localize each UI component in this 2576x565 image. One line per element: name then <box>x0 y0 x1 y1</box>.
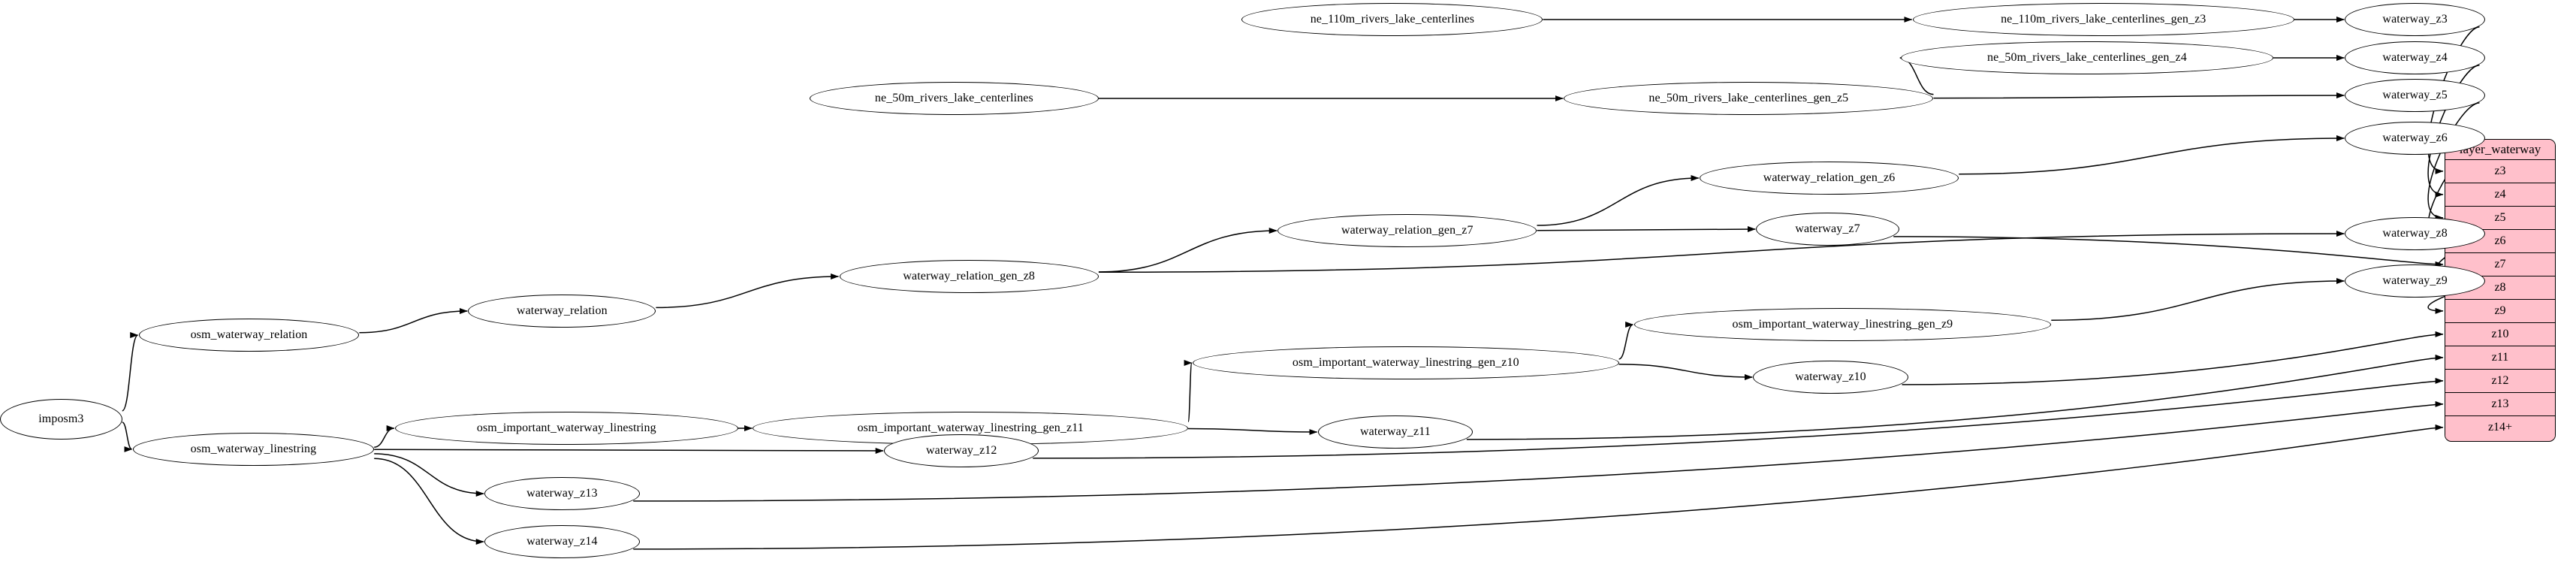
edge-waterway_z12-to-layer_waterway_z12 <box>1033 377 2444 459</box>
node-waterway_relation_gen_z8[interactable]: waterway_relation_gen_z8 <box>839 260 1099 293</box>
edge-ne_50m_rivers_lake_centerlines_gen_z5-to-waterway_z5 <box>1933 92 2345 99</box>
edge-waterway_relation_gen_z8-to-waterway_relation_gen_z7 <box>1098 228 1277 273</box>
node-waterway_relation_gen_z6[interactable]: waterway_relation_gen_z6 <box>1699 162 1959 195</box>
node-ne_110m_rivers_lake_centerlines_gen_z3[interactable]: ne_110m_rivers_lake_centerlines_gen_z3 <box>1912 3 2294 36</box>
table-row-z13[interactable]: z13 <box>2445 392 2555 415</box>
node-osm_waterway_relation[interactable]: osm_waterway_relation <box>138 319 360 352</box>
edge-waterway_z11-to-layer_waterway_z11 <box>1466 354 2444 440</box>
edge-osm_important_waterway_linestring_gen_z10-to-waterway_z10 <box>1618 364 1753 380</box>
node-waterway_z7[interactable]: waterway_z7 <box>1756 213 1899 246</box>
node-waterway_z5[interactable]: waterway_z5 <box>2345 79 2485 112</box>
edge-waterway_relation_gen_z6-to-waterway_z6 <box>1959 135 2345 175</box>
table-row-z12[interactable]: z12 <box>2445 369 2555 392</box>
edge-imposm3-to-osm_waterway_relation <box>122 332 139 412</box>
edge-waterway_z5-to-layer_waterway_z5 <box>2427 102 2480 221</box>
edge-waterway_z10-to-layer_waterway_z10 <box>1902 331 2444 385</box>
node-waterway_z3[interactable]: waterway_z3 <box>2345 3 2485 36</box>
node-waterway_relation_gen_z7[interactable]: waterway_relation_gen_z7 <box>1277 214 1537 247</box>
node-osm_important_waterway_linestring_gen_z11[interactable]: osm_important_waterway_linestring_gen_z1… <box>753 412 1188 445</box>
node-ne_50m_rivers_lake_centerlines_gen_z5[interactable]: ne_50m_rivers_lake_centerlines_gen_z5 <box>1564 82 1934 115</box>
edge-osm_waterway_relation-to-waterway_relation <box>359 308 468 334</box>
edge-osm_important_waterway_linestring_gen_z11-to-waterway_z11 <box>1188 428 1318 435</box>
table-row-z3[interactable]: z3 <box>2445 159 2555 183</box>
node-waterway_z9[interactable]: waterway_z9 <box>2345 264 2485 298</box>
edge-waterway_z14-to-layer_waterway_z14_ <box>633 424 2444 550</box>
edge-osm_waterway_linestring-to-waterway_z14 <box>374 458 484 545</box>
edge-waterway_z13-to-layer_waterway_z13 <box>633 400 2444 502</box>
node-osm_important_waterway_linestring[interactable]: osm_important_waterway_linestring <box>395 412 738 445</box>
table-row-z14plus[interactable]: z14+ <box>2445 415 2555 439</box>
node-waterway_z13[interactable]: waterway_z13 <box>484 477 640 510</box>
edge-waterway_relation_gen_z7-to-waterway_z7 <box>1537 226 1756 233</box>
node-ne_50m_rivers_lake_centerlines_gen_z4[interactable]: ne_50m_rivers_lake_centerlines_gen_z4 <box>1900 41 2274 74</box>
table-row-z4[interactable]: z4 <box>2445 183 2555 206</box>
node-ne_110m_rivers_lake_centerlines[interactable]: ne_110m_rivers_lake_centerlines <box>1241 3 1543 36</box>
node-osm_important_waterway_linestring_gen_z9[interactable]: osm_important_waterway_linestring_gen_z9 <box>1633 308 2052 341</box>
node-waterway_z10[interactable]: waterway_z10 <box>1753 361 1908 394</box>
edge-waterway_relation-to-waterway_relation_gen_z8 <box>656 273 840 309</box>
edge-waterway_relation_gen_z7-to-waterway_relation_gen_z6 <box>1537 175 1700 226</box>
table-row-z9[interactable]: z9 <box>2445 299 2555 322</box>
edge-osm_waterway_linestring-to-osm_important_waterway_linestring <box>374 425 395 448</box>
node-waterway_relation[interactable]: waterway_relation <box>468 295 656 328</box>
edge-osm_waterway_linestring-to-waterway_z13 <box>374 453 484 497</box>
edge-osm_important_waterway_linestring_gen_z9-to-waterway_z9 <box>2051 278 2345 321</box>
node-imposm3[interactable]: imposm3 <box>0 399 122 440</box>
node-waterway_z4[interactable]: waterway_z4 <box>2345 41 2485 74</box>
node-waterway_z14[interactable]: waterway_z14 <box>484 525 640 558</box>
edge-osm_important_waterway_linestring_gen_z10-to-osm_important_waterway_linestring_gen_z9 <box>1618 322 1634 360</box>
table-row-z10[interactable]: z10 <box>2445 322 2555 346</box>
edge-osm_waterway_linestring-to-waterway_z12 <box>374 447 884 454</box>
edge-waterway_relation_gen_z8-to-waterway_z8 <box>1098 231 2345 273</box>
node-osm_waterway_linestring[interactable]: osm_waterway_linestring <box>132 433 375 466</box>
edge-imposm3-to-osm_waterway_linestring <box>122 421 133 452</box>
node-waterway_z12[interactable]: waterway_z12 <box>884 434 1039 467</box>
node-ne_50m_rivers_lake_centerlines[interactable]: ne_50m_rivers_lake_centerlines <box>809 82 1099 115</box>
node-waterway_z11[interactable]: waterway_z11 <box>1317 415 1474 449</box>
node-waterway_z6[interactable]: waterway_z6 <box>2345 122 2485 155</box>
table-header: layer_waterway <box>2445 140 2555 159</box>
edge-waterway_z7-to-layer_waterway_z7 <box>1893 236 2444 267</box>
node-osm_important_waterway_linestring_gen_z10[interactable]: osm_important_waterway_linestring_gen_z1… <box>1192 346 1619 379</box>
node-waterway_z8[interactable]: waterway_z8 <box>2345 217 2485 250</box>
table-row-z11[interactable]: z11 <box>2445 346 2555 369</box>
edge-osm_important_waterway_linestring_gen_z11-to-osm_important_waterway_linestring_gen_z10 <box>1184 360 1193 423</box>
